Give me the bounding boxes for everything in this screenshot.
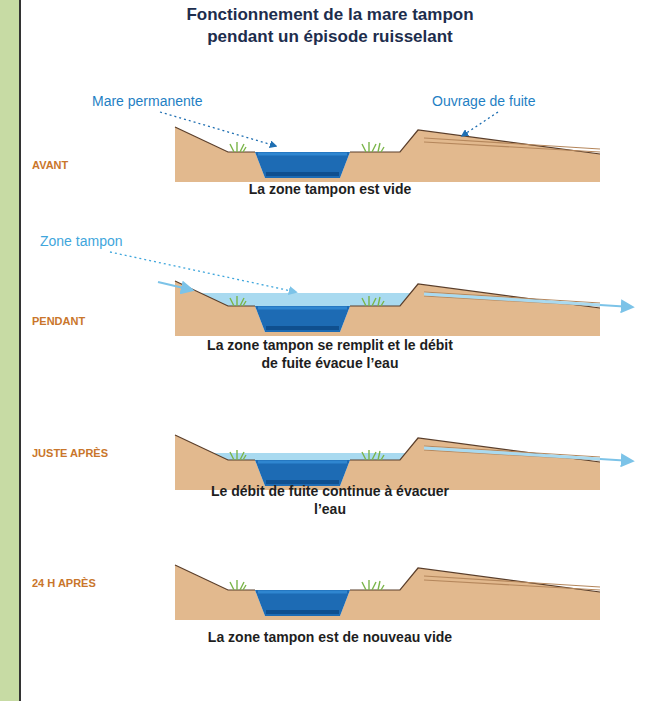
callout-label: Mare permanente [92, 92, 203, 110]
callout-label: Zone tampon [40, 232, 123, 250]
leader-line [462, 112, 498, 136]
caption: La zone tampon est vide [180, 180, 480, 198]
step-label: AVANT [32, 158, 68, 172]
callout-label: Ouvrage de fuite [432, 92, 536, 110]
leader-line [160, 112, 276, 146]
cross-section-during [158, 281, 632, 336]
cross-section-after [175, 435, 632, 490]
title: Fonctionnement de la mare tampon pendant… [175, 4, 485, 48]
caption: La zone tampon est de nouveau vide [165, 628, 495, 646]
side-band [0, 0, 19, 701]
side-rule [19, 0, 21, 701]
cross-section-24h [175, 565, 600, 620]
step-label: 24 H APRÈS [32, 576, 96, 590]
step-label: PENDANT [32, 314, 85, 328]
step-label: JUSTE APRÈS [32, 446, 108, 460]
caption: La zone tampon se remplit et le débit de… [200, 336, 460, 372]
leader-line [110, 252, 296, 292]
caption: Le débit de fuite continue à évacuer l’e… [205, 482, 455, 518]
cross-section-before [175, 127, 600, 182]
